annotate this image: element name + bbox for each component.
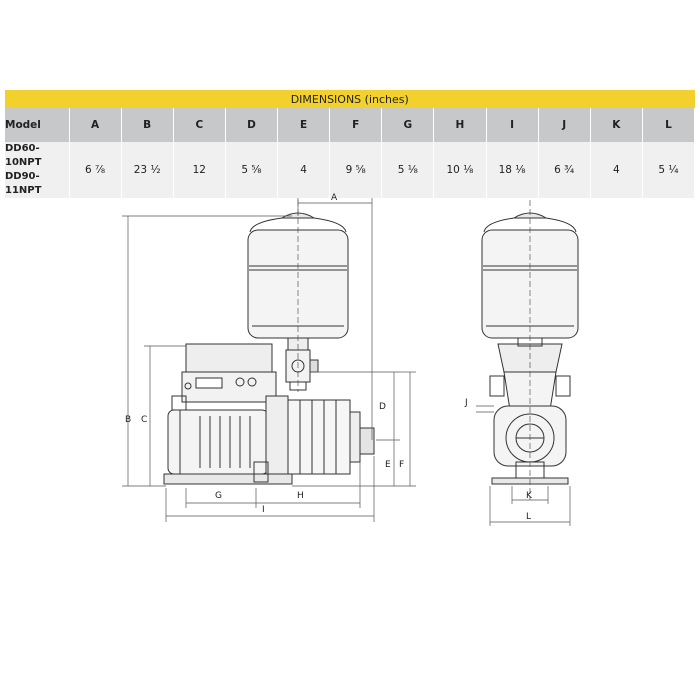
value-l: 5 ¹⁄₄: [642, 142, 696, 198]
header-e: E: [277, 108, 331, 142]
motor: [167, 395, 269, 475]
header-i: I: [486, 108, 539, 142]
value-d: 5 ⁵⁄₈: [225, 142, 279, 198]
dim-label-g: G: [215, 491, 222, 501]
table-title: DIMENSIONS (inches): [5, 90, 695, 108]
dim-label-j: J: [464, 398, 468, 408]
dim-label-h: H: [297, 491, 304, 501]
dim-label-e: E: [385, 460, 391, 470]
value-f: 9 ⁵⁄₈: [329, 142, 383, 198]
table-title-row: DIMENSIONS (inches): [5, 90, 695, 108]
dim-label-c: C: [141, 415, 147, 425]
dimension-labels: A B C D E F G H I J K L: [125, 193, 533, 522]
side-view: [163, 212, 375, 485]
dim-label-k: K: [526, 491, 533, 501]
dim-label-i: I: [262, 505, 265, 515]
value-h: 10 ¹⁄₈: [433, 142, 487, 198]
dim-label-d: D: [379, 402, 386, 412]
value-k: 4: [590, 142, 643, 198]
model-names-cell: DD60-10NPT DD90-11NPT: [5, 142, 70, 198]
header-b: B: [121, 108, 174, 142]
value-j: 6 ³⁄₄: [538, 142, 591, 198]
dim-label-f: F: [399, 460, 404, 470]
header-k: K: [590, 108, 643, 142]
value-b: 23 ¹⁄₂: [121, 142, 174, 198]
header-d: D: [225, 108, 279, 142]
front-dimensions: [476, 200, 571, 526]
value-a: 6 ⁷⁄₈: [69, 142, 122, 198]
header-model: Model: [5, 108, 70, 142]
pump-base: [163, 461, 293, 485]
header-j: J: [538, 108, 591, 142]
pump-body: [265, 395, 375, 483]
controller-box: [181, 343, 277, 403]
dim-label-l: L: [526, 512, 531, 522]
header-a: A: [69, 108, 122, 142]
header-h: H: [433, 108, 487, 142]
value-c: 12: [173, 142, 226, 198]
value-g: 5 ¹⁄₈: [381, 142, 435, 198]
table-header-row: Model A B C D E F G H I J K L: [5, 108, 696, 142]
table-row: DD60-10NPT DD90-11NPT 6 ⁷⁄₈ 23 ¹⁄₂ 12 5 …: [5, 142, 696, 198]
tank-fitting: [285, 337, 319, 391]
dim-label-a: A: [331, 193, 338, 203]
header-f: F: [329, 108, 383, 142]
header-g: G: [381, 108, 435, 142]
dimensions-table: DIMENSIONS (inches) Model A B C D E F G …: [5, 90, 696, 198]
value-i: 18 ¹⁄₈: [486, 142, 539, 198]
header-c: C: [173, 108, 226, 142]
model-name: DD60-10NPT: [5, 143, 42, 168]
header-l: L: [642, 108, 696, 142]
dim-label-b: B: [125, 415, 131, 425]
value-e: 4: [277, 142, 331, 198]
model-name: DD90-11NPT: [5, 171, 42, 196]
side-dimensions: [122, 198, 416, 522]
